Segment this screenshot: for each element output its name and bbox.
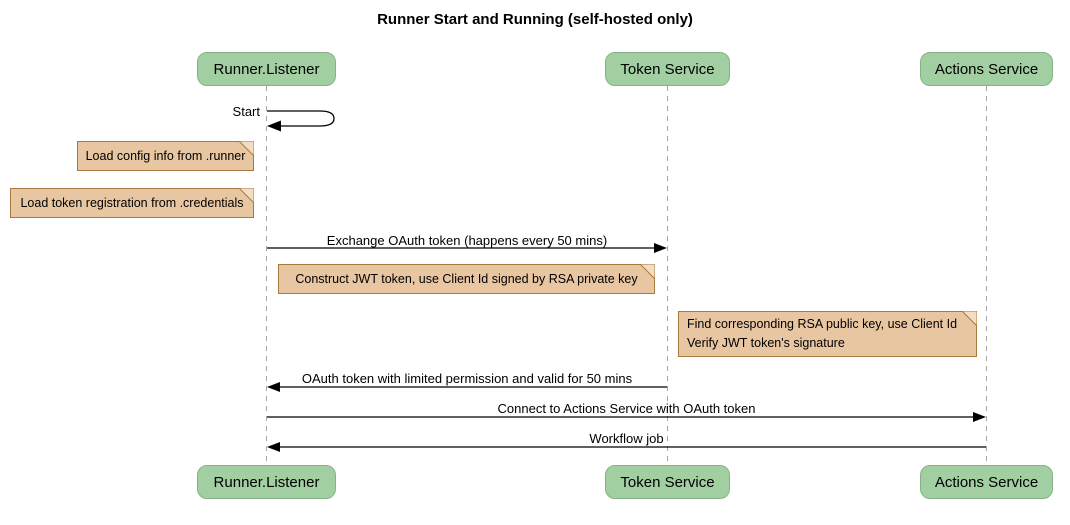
message-arrowhead-connect-actions (973, 412, 986, 422)
participant-top-token-service: Token Service (605, 52, 730, 86)
self-message-arrow-start (267, 110, 335, 127)
note-fold-icon (239, 141, 254, 156)
participant-label: Runner.Listener (213, 60, 320, 78)
participant-label: Actions Service (934, 473, 1039, 491)
message-label-workflow-job: Workflow job (589, 431, 664, 446)
message-arrowhead-oauth-token-back (267, 382, 280, 392)
note-fold-icon (962, 311, 977, 326)
note-load-config: Load config info from .runner (77, 141, 254, 171)
participant-bottom-actions-service: Actions Service (920, 465, 1053, 499)
participant-bottom-runner-listener: Runner.Listener (197, 465, 336, 499)
participant-top-runner-listener: Runner.Listener (197, 52, 336, 86)
note-load-token-registration: Load token registration from .credential… (10, 188, 254, 218)
note-text: Construct JWT token, use Client Id signe… (295, 271, 638, 286)
note-text: Load token registration from .credential… (20, 195, 244, 210)
note-text: Load config info from .runner (85, 148, 246, 163)
message-label-oauth-token-back: OAuth token with limited permission and … (301, 371, 633, 386)
diagram-title: Runner Start and Running (self-hosted on… (377, 11, 693, 28)
participant-label: Token Service (620, 473, 715, 491)
note-verify-jwt: Find corresponding RSA public key, use C… (678, 311, 977, 357)
message-label-start: Start (232, 104, 260, 119)
message-label-exchange-oauth: Exchange OAuth token (happens every 50 m… (326, 233, 608, 248)
self-message-arrowhead-start (267, 120, 281, 132)
note-construct-jwt: Construct JWT token, use Client Id signe… (278, 264, 655, 294)
participant-label: Actions Service (934, 60, 1039, 78)
note-fold-icon (640, 264, 655, 279)
note-text-line: Find corresponding RSA public key, use C… (687, 317, 958, 331)
participant-bottom-token-service: Token Service (605, 465, 730, 499)
message-arrowhead-exchange-oauth (654, 243, 667, 253)
note-text-line: Verify JWT token's signature (687, 336, 845, 350)
message-arrowhead-workflow-job (267, 442, 280, 452)
message-label-connect-actions: Connect to Actions Service with OAuth to… (497, 401, 756, 416)
participant-label: Token Service (620, 60, 715, 78)
participant-label: Runner.Listener (213, 473, 320, 491)
participant-top-actions-service: Actions Service (920, 52, 1053, 86)
note-fold-icon (239, 188, 254, 203)
